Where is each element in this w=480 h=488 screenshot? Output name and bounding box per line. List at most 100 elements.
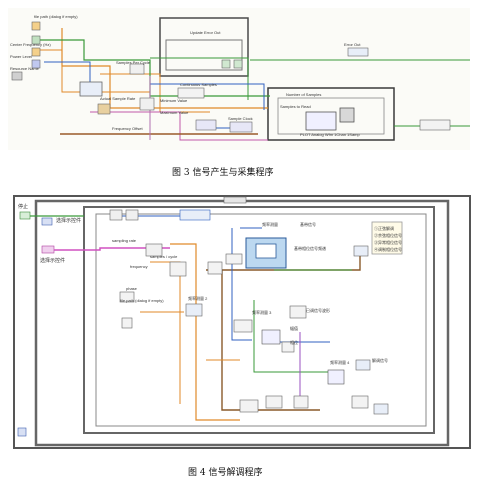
fig4-label-file-path: file path (dialog if empty) — [120, 298, 164, 303]
fig4-block-9 — [225, 253, 243, 265]
fig4-legend-item-1: ①正弦解调 — [374, 225, 394, 231]
fig3-node-8 — [129, 63, 145, 75]
fig4-label-freq-measure-1: 频率测量 — [262, 221, 278, 227]
fig4-block-1 — [109, 209, 123, 221]
fig4-label-amplitude: 幅值 — [290, 325, 298, 331]
fig3-update-error-frame — [159, 17, 249, 77]
fig4-wire-orange-2 — [150, 261, 181, 404]
fig4-block-4 — [145, 243, 163, 257]
fig4-block-10 — [233, 319, 253, 333]
fig3-wire-pink-1 — [90, 111, 268, 141]
fig4-block-5 — [169, 261, 187, 277]
fig3-node-5 — [11, 71, 23, 81]
fig4-block-7 — [185, 303, 203, 317]
fig4-label-samples-per-cycle: samples / cycle — [150, 254, 178, 259]
fig3-node-9 — [139, 97, 155, 111]
figure-4-diagram: 停止 选择示控件 选择示控件 — [13, 195, 471, 449]
fig4-label-frequency: frequency — [130, 264, 148, 269]
fig3-wire-green-1 — [40, 39, 270, 97]
fig4-label-sampling-rate: sampling rate — [112, 238, 137, 243]
fig3-node-13 — [221, 59, 231, 69]
fig3-node-12 — [229, 121, 253, 133]
fig4-block-8 — [207, 261, 223, 275]
fig4-block-21 — [355, 359, 371, 371]
fig3-label-continuous-samples: Continuous Samples — [180, 82, 217, 87]
fig3-node-4 — [31, 59, 41, 69]
fig3-loop-frame — [267, 87, 395, 141]
fig4-label-freq-measure-2: 频率测量 2 — [188, 295, 208, 301]
fig3-label-power-level: Power Level — [10, 54, 32, 59]
fig4-block-18 — [351, 395, 369, 409]
fig4-wire-pink-main — [54, 247, 170, 251]
fig3-label-maximum-value: Maximum Value — [160, 110, 189, 115]
fig4-block-16 — [293, 395, 309, 409]
fig4-block-22 — [121, 317, 133, 329]
fig3-caption: 图 3 信号产生与采集程序 — [172, 166, 273, 178]
fig4-stop-node — [19, 211, 31, 220]
fig4-label-phase: phase — [126, 286, 138, 291]
fig4-select-node-2 — [41, 245, 55, 254]
fig4-label-baseband-waveform: 基带相位信号频谱 — [294, 245, 326, 251]
fig3-node-2 — [31, 35, 41, 45]
fig4-block-2 — [125, 209, 139, 221]
fig4-block-13 — [281, 341, 295, 353]
fig3-wire-green-2 — [150, 57, 249, 100]
fig3-wire-blue-1 — [44, 61, 91, 86]
fig3-label-samples-to-read: Samples to Read — [280, 104, 311, 109]
fig3-label-frequency-offset: Frequency Offset — [112, 126, 143, 131]
fig4-label-baseband-signal: 基带信号 — [300, 221, 316, 227]
fig4-highlight-inner — [255, 243, 277, 259]
fig4-label-phase-out: 相位 — [290, 339, 298, 345]
fig3-node-10 — [177, 87, 205, 99]
fig4-outer-frame — [13, 195, 471, 449]
fig4-block-3 — [179, 209, 211, 221]
fig3-update-error-label: Update Error Out — [190, 30, 221, 35]
fig4-wire-blue-1 — [231, 228, 252, 341]
fig4-label-freq-measure-4: 频率测量 4 — [330, 359, 350, 365]
fig3-node-15 — [305, 111, 337, 131]
fig4-select-node — [41, 217, 53, 226]
fig3-label-samples-per-cycle: Samples Per Cycle — [116, 60, 151, 65]
fig3-update-error-inner — [165, 39, 243, 71]
fig4-legend-item-4: ④调制相位信号 — [374, 246, 402, 252]
fig4-label-select-control: 选择示控件 — [56, 217, 81, 224]
fig3-node-6 — [79, 81, 103, 97]
fig3-label-error-out: Error Out — [344, 42, 361, 47]
fig3-node-7 — [97, 103, 111, 115]
fig3-node-18 — [347, 47, 369, 57]
fig3-wire-orange-2 — [40, 49, 150, 93]
fig4-case-selector — [223, 196, 247, 204]
figure-3-diagram: Update Error Out — [8, 8, 470, 150]
fig3-label-actual-sample-rate: Actual Sample Rate — [100, 96, 136, 101]
fig3-node-16 — [339, 107, 355, 123]
fig3-node-17 — [419, 119, 451, 131]
fig3-label-resource-name: Resource Name — [10, 66, 40, 71]
fig3-label-file-path: file path (dialog if empty) — [34, 14, 78, 19]
fig4-block-11 — [261, 329, 281, 345]
fig4-block-15 — [265, 395, 283, 409]
fig4-wire-orange-1 — [170, 243, 240, 421]
fig3-node-1 — [31, 21, 41, 31]
fig4-label-demod-signal: 解调信号 — [372, 357, 388, 363]
fig4-iteration-node — [17, 427, 27, 437]
fig4-block-14 — [239, 399, 259, 413]
fig3-label-waveform-chart: PLOT Analog Wfm 1Chan 1Samp — [300, 132, 361, 137]
fig4-wire-brown-1 — [206, 250, 361, 271]
fig4-legend-box — [371, 221, 403, 255]
fig3-label-minimum-value: Minimum Value — [160, 98, 188, 103]
fig3-label-center-frequency: Center Frequency (Hz) — [10, 42, 51, 47]
fig3-wire-blue-2 — [150, 83, 265, 110]
fig4-label-freq-measure-3: 频率测量 3 — [252, 309, 272, 315]
fig3-node-3 — [31, 47, 41, 57]
fig4-label-select-control-2: 选择示控件 — [40, 257, 65, 264]
fig3-node-11 — [195, 119, 217, 131]
fig4-label-modulated-signal: 已调信号波形 — [306, 307, 330, 313]
fig4-block-12 — [289, 305, 307, 319]
fig4-wire-brown-2 — [221, 270, 320, 411]
fig4-inner-frame — [95, 213, 427, 427]
fig4-block-20 — [353, 245, 369, 257]
fig3-loop-inner — [277, 97, 385, 135]
fig4-loop-frame — [83, 206, 435, 434]
fig4-legend-item-3: ③异常相位信号 — [374, 239, 402, 245]
